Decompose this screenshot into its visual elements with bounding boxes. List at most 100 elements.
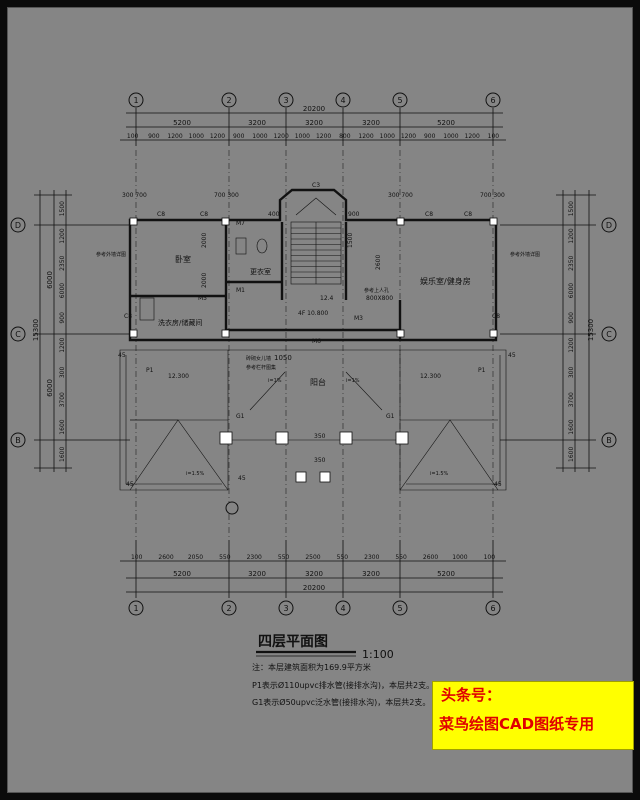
ext-wall-note-r: 参考外墙详图	[510, 251, 540, 258]
room-dressing: 更衣室	[250, 267, 271, 276]
axis-label-right-b: B	[606, 436, 612, 445]
pipe-g1-left: G1	[236, 413, 245, 420]
room-laundry: 洗衣房/储藏间	[158, 318, 202, 327]
pipe-p1-right: P1	[478, 367, 486, 374]
dim-350-a: 350	[314, 433, 326, 440]
top-total-dim: 20200	[303, 105, 325, 113]
door-m3: M3	[354, 315, 363, 322]
window-c8-5: C8	[124, 313, 132, 320]
axis-label-top-5: 5	[397, 96, 402, 105]
left-detail-dim: 1600	[59, 447, 66, 462]
left-upper-dim: 6000	[46, 271, 54, 289]
dim-45-bm: 45	[238, 475, 246, 482]
left-detail-dim: 6000	[59, 283, 66, 298]
bottom-seg-2: 3200	[248, 570, 266, 578]
top-detail-dim: 900	[148, 133, 160, 140]
window-c8-1: C8	[157, 211, 165, 218]
axis-label-left-c: C	[15, 330, 21, 339]
door-m1: M1	[236, 287, 245, 294]
axis-label-left-b: B	[15, 436, 21, 445]
note-p1: P1表示Ø110upvc排水管(接排水沟)，本层共2支。	[252, 680, 434, 690]
right-detail-dim: 1600	[568, 419, 575, 434]
bottom-detail-dim: 100	[131, 554, 143, 561]
balcony-height: 1050	[274, 354, 292, 362]
right-detail-dim: 900	[568, 312, 575, 324]
left-overall-dim: 15300	[32, 319, 40, 341]
level-floor: 4F 10.800	[298, 310, 328, 317]
room-bedroom: 卧室	[175, 254, 191, 264]
dim-45-br: 45	[494, 481, 502, 488]
roof-slope-left: i=1.5%	[186, 471, 205, 477]
right-overall-dim: 15300	[587, 319, 595, 341]
watermark-line-2: 菜鸟绘图CAD图纸专用	[439, 715, 595, 733]
bottom-detail-dim: 2600	[158, 554, 173, 561]
top-detail-dim: 1200	[401, 133, 416, 140]
left-detail-dim: 1200	[59, 228, 66, 243]
room-terrace: 阳台	[310, 377, 326, 387]
bottom-detail-dim: 550	[395, 554, 407, 561]
dim-400: 400	[268, 211, 280, 218]
right-detail-dim: 1600	[568, 447, 575, 462]
top-seg-4: 3200	[362, 119, 380, 127]
dim-700-300-r: 700 300	[480, 192, 505, 199]
window-c8-3: C8	[425, 211, 433, 218]
bottom-detail-dim: 2300	[364, 554, 379, 561]
top-detail-dim: 1000	[252, 133, 267, 140]
top-seg-5: 5200	[437, 119, 455, 127]
left-detail-dim: 1500	[59, 201, 66, 216]
level-stair: 12.4	[320, 295, 334, 302]
top-detail-dim: 1000	[295, 133, 310, 140]
bottom-detail-dim: 550	[337, 554, 349, 561]
door-m5: M5	[198, 295, 207, 302]
dim-2000-b: 2000	[201, 273, 208, 288]
window-c3: C3	[312, 182, 320, 189]
axis-label-top-6: 6	[490, 96, 495, 105]
left-detail-dim: 3700	[59, 392, 66, 407]
axis-label-top-4: 4	[340, 96, 345, 105]
bottom-detail-dim: 2500	[305, 554, 320, 561]
railing-note: 参考栏杆图集	[246, 364, 276, 371]
left-detail-dim: 900	[59, 312, 66, 324]
room-entertainment: 娱乐室/健身房	[420, 276, 471, 286]
top-detail-dim: 100	[127, 133, 139, 140]
left-dimensions: D C B 15300 6000 6000 150012002350600090…	[10, 190, 130, 472]
dim-900: 900	[348, 211, 360, 218]
right-detail-dim: 1500	[568, 201, 575, 216]
top-detail-dim: 1200	[167, 133, 182, 140]
axis-label-bottom-2: 2	[226, 604, 231, 613]
watermark-line-1: 头条号：	[441, 686, 502, 704]
top-detail-dim: 1200	[274, 133, 289, 140]
top-detail-dim: 100	[488, 133, 500, 140]
top-axis-bubbles: 1 2 3 4 5 6	[128, 92, 501, 108]
axis-label-bottom-1: 1	[133, 604, 138, 613]
drawing-title: 四层平面图	[258, 634, 328, 650]
note-g1: G1表示Ø50upvc泛水管(接排水沟)，本层共2支。	[252, 697, 430, 707]
top-detail-dim: 1000	[443, 133, 458, 140]
bottom-detail-dim: 550	[278, 554, 290, 561]
slope-right: i=1%	[346, 378, 360, 384]
bottom-ticks	[135, 540, 494, 598]
ext-wall-note-l: 参考外墙详图	[96, 251, 126, 258]
parapet-note: 砖砌女儿墙	[246, 355, 271, 362]
bottom-detail-dim: 100	[484, 554, 496, 561]
axis-label-left-d: D	[15, 221, 21, 230]
pipe-p1-left: P1	[146, 367, 154, 374]
dim-350-b: 350	[314, 457, 326, 464]
dim-700-300-l: 700 300	[214, 192, 239, 199]
top-detail-dim: 1000	[380, 133, 395, 140]
top-detail-dim: 1200	[316, 133, 331, 140]
right-detail-dim: 2350	[568, 255, 575, 270]
dim-300-700-r: 300 700	[388, 192, 413, 199]
axis-label-bottom-6: 6	[490, 604, 495, 613]
annotations: 12.4 4F 10.800 12.300 12.300 800X800 参考上…	[96, 182, 540, 488]
drawing-scale: 1:100	[362, 648, 394, 661]
window-c8-4: C8	[464, 211, 472, 218]
bottom-detail-dim: 2050	[188, 554, 203, 561]
top-detail-dim: 900	[424, 133, 436, 140]
axis-label-right-c: C	[606, 330, 612, 339]
building-walls	[128, 188, 498, 342]
door-m7: M7	[236, 220, 245, 227]
